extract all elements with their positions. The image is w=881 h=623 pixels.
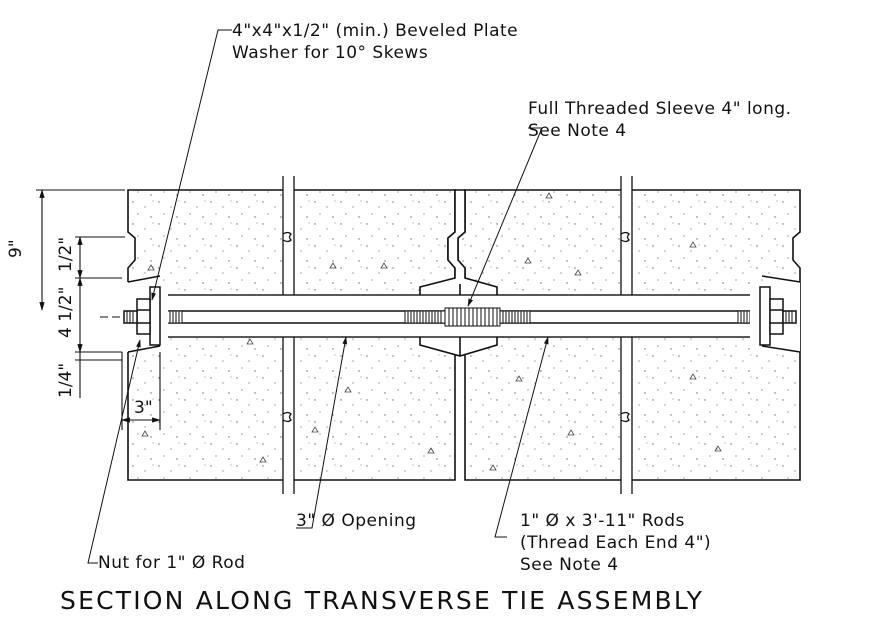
drawing-title: SECTION ALONG TRANSVERSE TIE ASSEMBLY bbox=[60, 586, 705, 615]
rods-line1: 1" Ø x 3'-11" Rods bbox=[520, 511, 685, 531]
left-anchorage bbox=[122, 275, 168, 353]
dim-middle: 4 1/2" bbox=[56, 286, 76, 338]
rods-line2: (Thread Each End 4") bbox=[520, 533, 712, 553]
rods-callout: 1" Ø x 3'-11" Rods (Thread Each End 4") … bbox=[520, 510, 711, 576]
sleeve-line1: Full Threaded Sleeve 4" long. bbox=[528, 99, 792, 119]
dim-total-height: 9" bbox=[6, 239, 26, 258]
opening-callout: 3" Ø Opening bbox=[296, 511, 417, 531]
sleeve-callout: Full Threaded Sleeve 4" long. See Note 4 bbox=[528, 98, 792, 142]
rods-line3: See Note 4 bbox=[520, 555, 619, 575]
nut-callout: Nut for 1" Ø Rod bbox=[98, 553, 246, 573]
plate-washer-line2: Washer for 10° Skews bbox=[232, 43, 429, 63]
leader-lines bbox=[87, 29, 549, 564]
sleeve-line2: See Note 4 bbox=[528, 121, 627, 141]
plate-washer-callout: 4"x4"x1/2" (min.) Beveled Plate Washer f… bbox=[232, 20, 518, 64]
dimension-lines bbox=[36, 189, 161, 430]
dim-bottom-quarter: 1/4" bbox=[56, 362, 76, 398]
dim-edge-offset: 3" bbox=[134, 398, 153, 418]
right-anchorage bbox=[750, 275, 801, 353]
dim-top-half: 1/2" bbox=[56, 236, 76, 272]
aggregate-marks bbox=[141, 192, 722, 471]
plate-washer-line1: 4"x4"x1/2" (min.) Beveled Plate bbox=[232, 21, 519, 41]
